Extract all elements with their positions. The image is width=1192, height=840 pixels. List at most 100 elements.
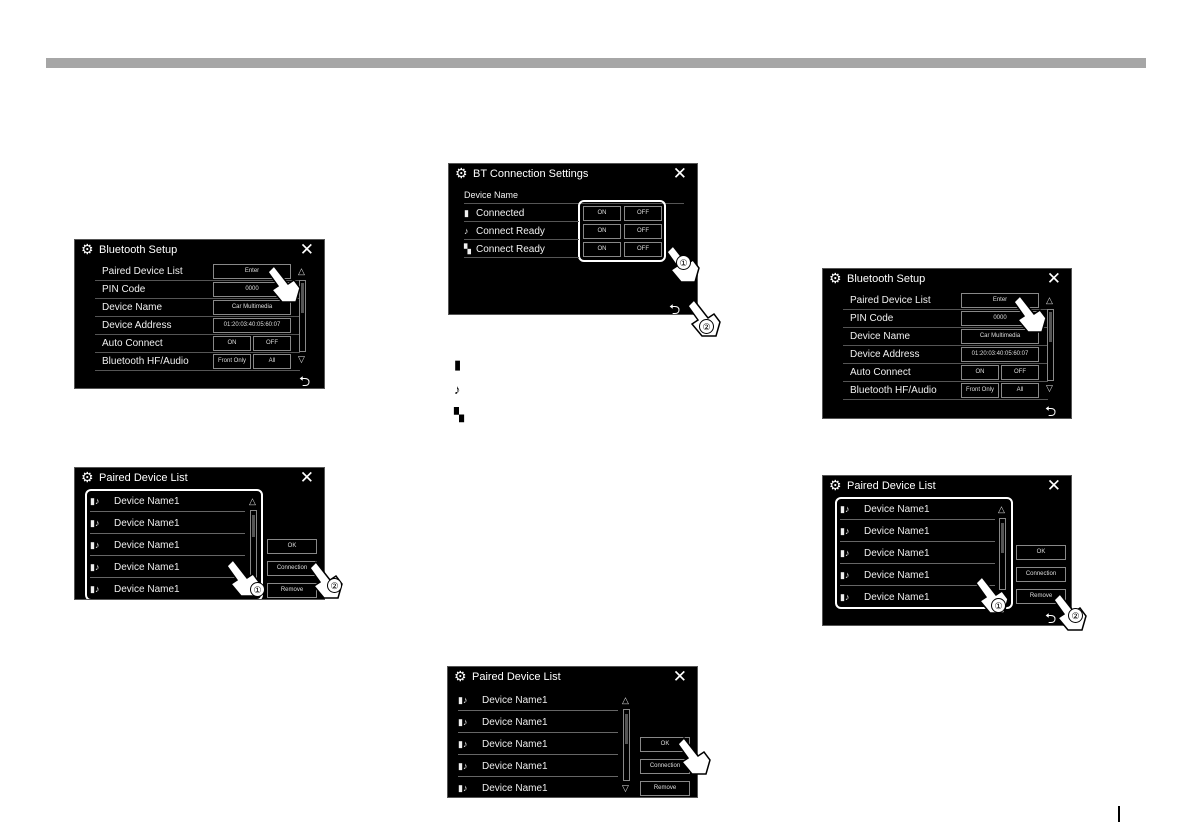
setting-row-device-name: Device Name (843, 328, 1048, 346)
music-note-icon: ♪ (464, 226, 469, 236)
app-grid-icon: ▚ (454, 407, 464, 422)
list-item[interactable]: ▮♪Device Name1 (90, 556, 245, 578)
back-icon[interactable]: ⮌ (669, 301, 681, 315)
phone-audio-icon: ▮♪ (458, 695, 468, 705)
list-item[interactable]: ▮♪Device Name1 (458, 711, 618, 733)
phone-audio-icon: ▮♪ (90, 518, 100, 528)
list-item[interactable]: ▮♪Device Name1 (840, 542, 995, 564)
list-item[interactable]: ▮♪Device Name1 (90, 534, 245, 556)
screen-title: Paired Device List (472, 671, 561, 683)
close-icon[interactable]: ✕ (1046, 476, 1061, 495)
page-marker (1118, 806, 1120, 822)
ok-button[interactable]: OK (1016, 545, 1066, 560)
setting-row-device-name: Device Name (95, 299, 300, 317)
list-item[interactable]: ▮♪Device Name1 (90, 512, 245, 534)
back-icon[interactable]: ⮌ (1045, 610, 1057, 626)
device-address-button[interactable]: 01:20:03:40:05:60:07 (961, 347, 1039, 362)
connection-button[interactable]: Connection (640, 759, 690, 774)
list-item[interactable]: ▮♪Device Name1 (458, 689, 618, 711)
all-button[interactable]: All (253, 354, 291, 369)
audio-on-button[interactable]: ON (583, 224, 621, 239)
phone-audio-icon: ▮♪ (90, 496, 100, 506)
phone-audio-icon: ▮♪ (458, 739, 468, 749)
bt-connection-settings-screen: ⚙ BT Connection Settings ✕ Device Name ▮… (448, 163, 698, 315)
scroll-up-icon[interactable]: △ (1046, 295, 1053, 305)
connection-row-audio: ♪Connect Ready (464, 222, 579, 240)
close-icon[interactable]: ✕ (299, 240, 314, 259)
device-name-button[interactable]: Car Multimedia (213, 300, 291, 315)
scroll-down-icon[interactable]: ▽ (622, 783, 629, 793)
scrollbar[interactable] (623, 709, 630, 781)
device-list-highlight (835, 497, 1013, 609)
phone-audio-icon: ▮♪ (840, 526, 850, 536)
list-item[interactable]: ▮♪Device Name1 (458, 777, 618, 797)
step-number-2: ② (327, 578, 342, 593)
remove-button[interactable]: Remove (640, 781, 690, 796)
screen-title: Bluetooth Setup (847, 273, 926, 285)
audio-off-button[interactable]: OFF (624, 224, 662, 239)
list-item[interactable]: ▮♪Device Name1 (840, 586, 995, 608)
list-item[interactable]: ▮♪Device Name1 (458, 755, 618, 777)
auto-connect-off-button[interactable]: OFF (1001, 365, 1039, 380)
pointing-hand-icon (1013, 294, 1047, 333)
connection-button[interactable]: Connection (1016, 567, 1066, 582)
auto-connect-on-button[interactable]: ON (961, 365, 999, 380)
device-address-button[interactable]: 01:20:03:40:05:60:07 (213, 318, 291, 333)
phone-off-button[interactable]: OFF (624, 206, 662, 221)
scrollbar[interactable] (1047, 309, 1054, 381)
all-button[interactable]: All (1001, 383, 1039, 398)
scroll-up-icon[interactable]: △ (249, 496, 256, 506)
scroll-up-icon[interactable]: △ (298, 266, 305, 276)
back-icon[interactable]: ⮌ (1045, 403, 1057, 419)
close-icon[interactable]: ✕ (672, 164, 687, 183)
phone-icon: ▮ (464, 208, 469, 218)
scroll-up-icon[interactable]: △ (622, 695, 629, 705)
front-only-button[interactable]: Front Only (961, 383, 999, 398)
phone-audio-icon: ▮♪ (458, 761, 468, 771)
scroll-down-icon[interactable]: ▽ (298, 354, 305, 364)
connection-row-phone: ▮Connected (464, 204, 579, 222)
scrollbar[interactable] (999, 518, 1006, 590)
step-number-2: ② (699, 319, 714, 334)
back-icon[interactable]: ⮌ (299, 373, 311, 389)
bluetooth-setup-screen-right: ⚙ Bluetooth Setup ✕ Paired Device List E… (822, 268, 1072, 419)
auto-connect-on-button[interactable]: ON (213, 336, 251, 351)
phone-audio-icon: ▮♪ (840, 592, 850, 602)
screen-title: Bluetooth Setup (99, 244, 178, 256)
remove-button[interactable]: Remove (267, 583, 317, 598)
setting-row-auto-connect: Auto Connect (95, 335, 300, 353)
scroll-up-icon[interactable]: △ (998, 504, 1005, 514)
phone-on-button[interactable]: ON (583, 206, 621, 221)
gear-icon: ⚙ (829, 270, 842, 286)
device-list-highlight (85, 489, 263, 599)
scrollbar[interactable] (299, 280, 306, 352)
gear-icon: ⚙ (81, 241, 94, 257)
list-item[interactable]: ▮♪Device Name1 (840, 498, 995, 520)
setting-row-auto-connect: Auto Connect (843, 364, 1048, 382)
setting-row-paired-list: Paired Device List (95, 263, 300, 281)
gear-icon: ⚙ (454, 668, 467, 684)
auto-connect-off-button[interactable]: OFF (253, 336, 291, 351)
list-item[interactable]: ▮♪Device Name1 (840, 564, 995, 586)
device-name-button[interactable]: Car Multimedia (961, 329, 1039, 344)
app-on-button[interactable]: ON (583, 242, 621, 257)
app-off-button[interactable]: OFF (624, 242, 662, 257)
close-icon[interactable]: ✕ (1046, 269, 1061, 288)
list-item[interactable]: ▮♪Device Name1 (90, 578, 245, 599)
setting-row-hf-audio: Bluetooth HF/Audio (95, 353, 300, 371)
music-note-icon: ♪ (454, 382, 461, 397)
front-only-button[interactable]: Front Only (213, 354, 251, 369)
list-item[interactable]: ▮♪Device Name1 (458, 733, 618, 755)
gear-icon: ⚙ (81, 469, 94, 485)
phone-icon: ▮ (454, 357, 462, 372)
list-item[interactable]: ▮♪Device Name1 (90, 490, 245, 512)
list-item[interactable]: ▮♪Device Name1 (840, 520, 995, 542)
pointing-hand-icon (267, 264, 301, 303)
app-grid-icon: ▚ (464, 244, 471, 254)
scroll-down-icon[interactable]: ▽ (1046, 383, 1053, 393)
close-icon[interactable]: ✕ (672, 667, 687, 686)
ok-button[interactable]: OK (267, 539, 317, 554)
gear-icon: ⚙ (829, 477, 842, 493)
close-icon[interactable]: ✕ (299, 468, 314, 487)
paired-device-list-screen-center: ⚙ Paired Device List ✕ ▮♪Device Name1 ▮♪… (447, 666, 698, 798)
